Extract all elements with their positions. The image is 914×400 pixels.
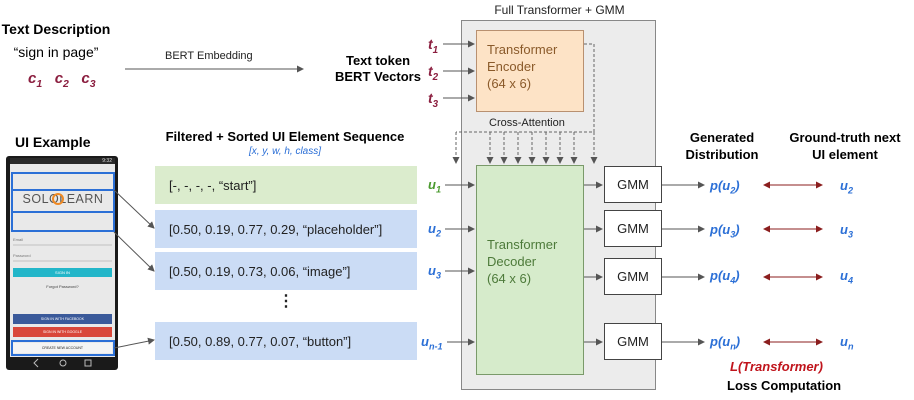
status-time: 9:32 — [102, 158, 112, 164]
c-token-2: c2 — [54, 70, 69, 90]
distribution-1: p(u2) — [710, 178, 740, 196]
phone-seq-arrow-3 — [113, 337, 155, 349]
phone-sign-in-label: SIGN IN — [55, 270, 70, 275]
c-token-3: c3 — [81, 70, 96, 90]
ground-truth-3: u4 — [840, 268, 854, 286]
cross-attention-label: Cross-Attention — [489, 117, 565, 129]
transformer-decoder: Transformer Decoder (64 x 6) — [476, 165, 584, 375]
t-token-1: t1 — [428, 36, 439, 56]
u-input-1: u1 — [428, 177, 442, 195]
phone-create-label: CREATE NEW ACCOUNT — [41, 346, 84, 350]
ground-truth-1: u2 — [840, 178, 854, 196]
bert-embedding-label: BERT Embedding — [165, 50, 253, 62]
phone-email-label: Email — [13, 237, 24, 242]
phone-nav-bar — [10, 357, 115, 369]
distribution-2: p(u3) — [710, 222, 740, 240]
ground-truth-title: Ground-truth next UI element — [789, 130, 901, 162]
sequence-item-image: [0.50, 0.19, 0.73, 0.06, “image”] — [155, 252, 417, 290]
phone-google-button[interactable]: SIGN IN WITH GOOGLE — [13, 327, 112, 337]
u-input-3: u3 — [428, 263, 442, 281]
phone-facebook-button[interactable]: SIGN IN WITH FACEBOOK — [13, 314, 112, 324]
loss-label: Loss Computation — [727, 378, 842, 393]
phone-facebook-label: SIGN IN WITH FACEBOOK — [40, 317, 85, 321]
sequence-item-start: [-, -, -, -, “start”] — [155, 166, 417, 204]
ground-truth-2: u3 — [840, 222, 854, 240]
phone-logo: SOLOLEARN — [22, 192, 104, 206]
phone-seq-arrow-1 — [113, 189, 155, 229]
gmm-box-3: GMM — [604, 258, 662, 295]
t-token-3: t3 — [428, 90, 439, 110]
c-tokens: c1 c2 c3 — [28, 70, 96, 90]
phone-password-label: Password — [13, 253, 31, 258]
phone-forgot-password[interactable]: Forgot Password? — [46, 284, 79, 289]
sequence-ellipsis: ⋮ — [278, 293, 294, 310]
sequence-item-button: [0.50, 0.89, 0.77, 0.07, “button”] — [155, 322, 417, 360]
ui-example-title: UI Example — [15, 134, 91, 150]
phone-seq-arrow-2 — [113, 231, 155, 272]
sequence-title: Filtered + Sorted UI Element Sequence — [165, 129, 405, 144]
text-token-label: Text token BERT Vectors — [335, 53, 421, 84]
c-token-1: c1 — [28, 70, 43, 90]
distribution-n: p(un) — [710, 334, 741, 352]
loss-formula: L(Transformer) — [730, 359, 823, 374]
transformer-encoder: Transformer Encoder (64 x 6) — [476, 30, 584, 112]
gmm-box-2: GMM — [604, 210, 662, 247]
gmm-box-1: GMM — [604, 166, 662, 203]
distribution-3: p(u4) — [710, 268, 740, 286]
ground-truth-n: un — [840, 334, 854, 352]
t-token-2: t2 — [428, 63, 439, 83]
phone-status-bar: 9:32 — [10, 158, 115, 164]
text-description-quote: “sign in page” — [13, 44, 99, 60]
gmm-box-4: GMM — [604, 323, 662, 360]
u-input-2: u2 — [428, 221, 442, 239]
phone-create-account-button[interactable]: CREATE NEW ACCOUNT — [13, 343, 112, 353]
sequence-item-placeholder: [0.50, 0.19, 0.77, 0.29, “placeholder”] — [155, 210, 417, 248]
u-input-n-1: un-1 — [421, 334, 443, 352]
phone-google-label: SIGN IN WITH GOOGLE — [42, 330, 83, 334]
sequence-subtitle: [x, y, w, h, class] — [248, 146, 322, 157]
generated-distribution-title: Generated Distribution — [685, 130, 759, 162]
text-description-title: Text Description — [1, 21, 111, 37]
full-transformer-title: Full Transformer + GMM — [494, 3, 625, 17]
phone-sign-in-button[interactable]: SIGN IN — [13, 268, 112, 277]
